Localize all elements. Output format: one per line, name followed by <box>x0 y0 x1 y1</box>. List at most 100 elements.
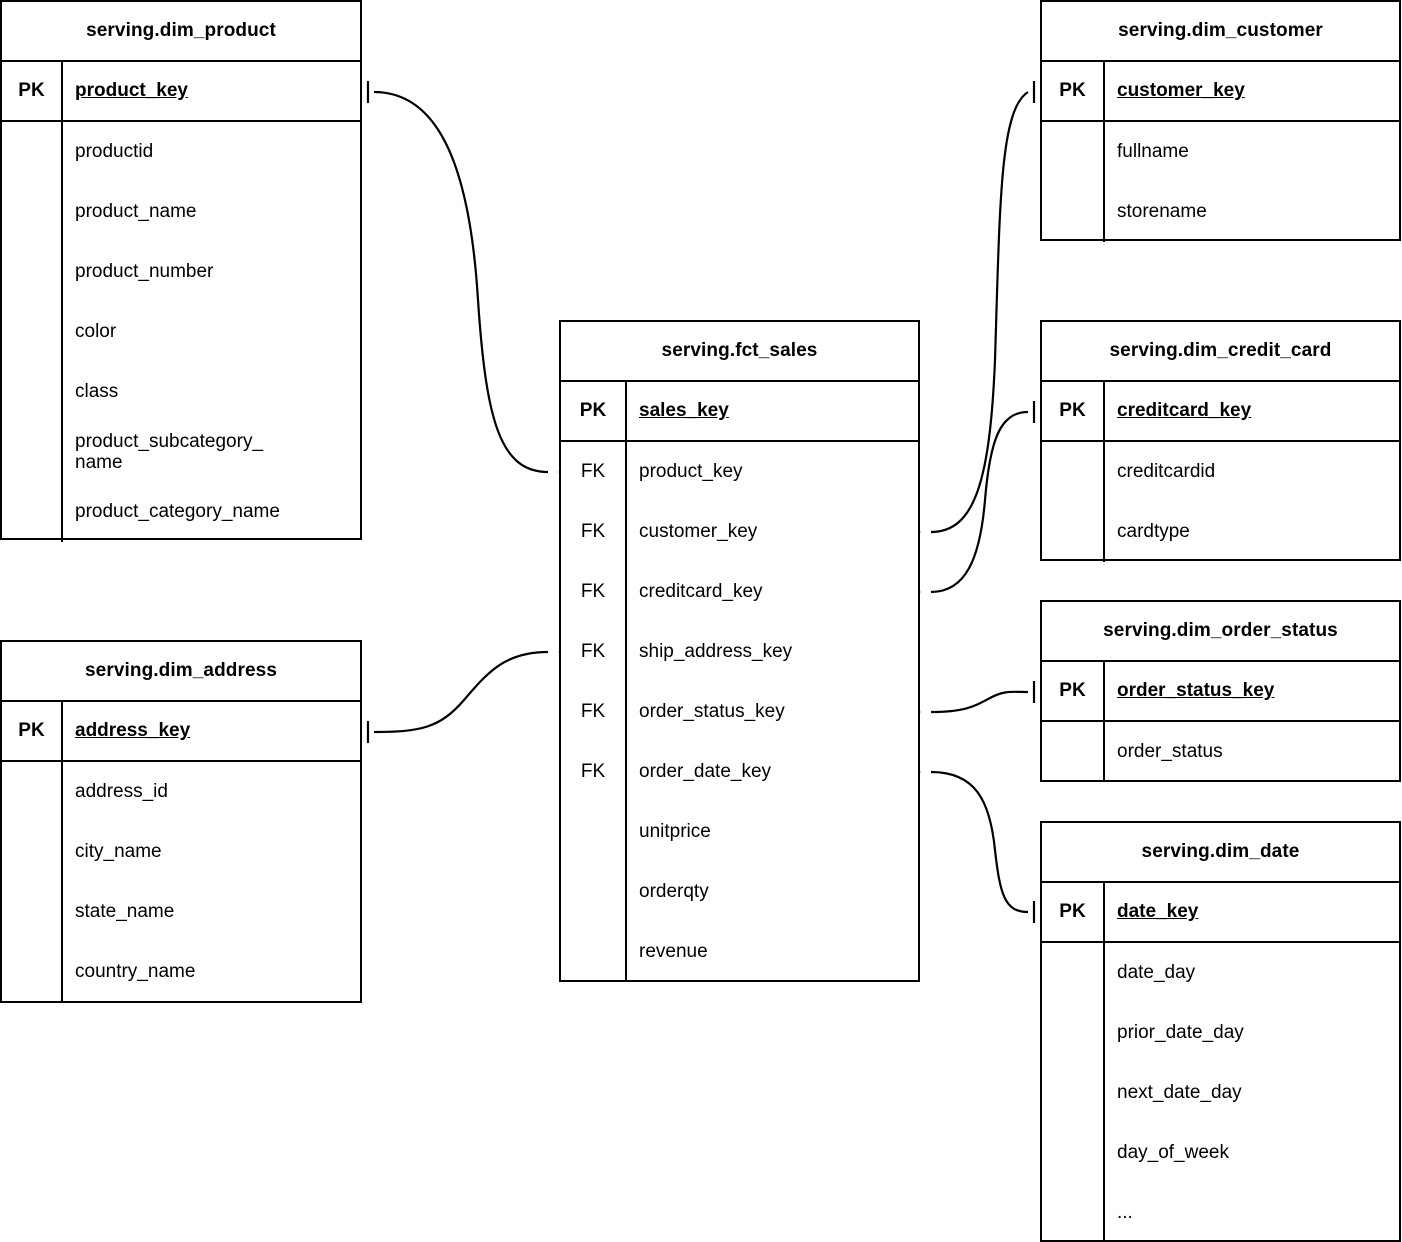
entity-title-dim_credit_card: serving.dim_credit_card <box>1042 322 1399 382</box>
column-row[interactable]: product_category_name <box>2 482 360 542</box>
column-row[interactable]: fullname <box>1042 122 1399 182</box>
column-row[interactable]: address_id <box>2 762 360 822</box>
column-row[interactable]: FK customer_key <box>561 502 918 562</box>
column-row[interactable]: order_status <box>1042 722 1399 782</box>
key-spacer <box>1042 1123 1105 1183</box>
column-row[interactable]: color <box>2 302 360 362</box>
column-name: prior_date_day <box>1117 1022 1244 1043</box>
column-row[interactable]: class <box>2 362 360 422</box>
column-row[interactable]: orderqty <box>561 862 918 922</box>
pk-column-name: product_key <box>75 80 188 101</box>
key-spacer <box>2 122 63 182</box>
column-name: fullname <box>1117 141 1189 162</box>
column-row[interactable]: unitprice <box>561 802 918 862</box>
fk-badge: FK <box>561 562 627 622</box>
column-row[interactable]: productid <box>2 122 360 182</box>
column-name: product_number <box>75 261 214 282</box>
primary-key-row[interactable]: PK creditcard_key <box>1042 382 1399 442</box>
key-spacer <box>2 822 63 882</box>
relationship-line <box>373 650 549 734</box>
column-row[interactable]: FK order_status_key <box>561 682 918 742</box>
column-name: customer_key <box>639 521 758 542</box>
key-spacer <box>1042 1183 1105 1242</box>
column-name: state_name <box>75 901 175 922</box>
pk-badge: PK <box>1042 883 1105 941</box>
key-spacer <box>1042 502 1105 562</box>
key-spacer <box>1042 943 1105 1003</box>
column-row[interactable]: creditcardid <box>1042 442 1399 502</box>
column-row[interactable]: ... <box>1042 1183 1399 1242</box>
column-row[interactable]: product_name <box>2 182 360 242</box>
column-name: creditcardid <box>1117 461 1216 482</box>
column-name: class <box>75 381 119 402</box>
key-spacer <box>1042 1063 1105 1123</box>
entity-columns: creditcardid cardtype <box>1042 442 1399 562</box>
column-name: next_date_day <box>1117 1082 1242 1103</box>
entity-columns: fullname storename <box>1042 122 1399 242</box>
column-row[interactable]: city_name <box>2 822 360 882</box>
column-name: product_name <box>75 201 197 222</box>
relationship-line <box>373 90 549 474</box>
fk-badge: FK <box>561 502 627 562</box>
column-row[interactable]: state_name <box>2 882 360 942</box>
pk-column-name: creditcard_key <box>1117 400 1252 421</box>
entity-title-dim_product: serving.dim_product <box>2 2 360 62</box>
column-row[interactable]: day_of_week <box>1042 1123 1399 1183</box>
pk-badge: PK <box>1042 662 1105 720</box>
column-name: day_of_week <box>1117 1142 1229 1163</box>
column-row[interactable]: storename <box>1042 182 1399 242</box>
pk-badge: PK <box>1042 382 1105 440</box>
column-row[interactable]: FK order_date_key <box>561 742 918 802</box>
column-name: order_date_key <box>639 761 772 782</box>
column-row[interactable]: cardtype <box>1042 502 1399 562</box>
key-spacer <box>561 802 627 862</box>
column-row[interactable]: revenue <box>561 922 918 982</box>
relationship-product-to-sales <box>366 81 586 484</box>
column-row[interactable]: date_day <box>1042 943 1399 1003</box>
key-spacer <box>2 882 63 942</box>
entity-title-dim_order_status: serving.dim_order_status <box>1042 602 1399 662</box>
fk-badge: FK <box>561 682 627 742</box>
fk-badge: FK <box>561 742 627 802</box>
key-spacer <box>561 922 627 982</box>
column-name: product_category_name <box>75 501 280 522</box>
column-row[interactable]: product_subcategory_name <box>2 422 360 482</box>
key-spacer <box>2 302 63 362</box>
key-spacer <box>2 942 63 1002</box>
column-name: ... <box>1117 1202 1133 1223</box>
column-name: unitprice <box>639 821 711 842</box>
entity-columns: order_status <box>1042 722 1399 782</box>
relationship-line <box>930 690 1029 714</box>
column-name: orderqty <box>639 881 709 902</box>
column-row[interactable]: next_date_day <box>1042 1063 1399 1123</box>
fk-badge: FK <box>561 442 627 502</box>
relationship-line <box>930 91 1029 534</box>
column-row[interactable]: prior_date_day <box>1042 1003 1399 1063</box>
column-name: country_name <box>75 961 196 982</box>
column-name: order_status_key <box>639 701 785 722</box>
column-name: storename <box>1117 201 1207 222</box>
column-row[interactable]: product_number <box>2 242 360 302</box>
column-row[interactable]: country_name <box>2 942 360 1002</box>
entity-columns: date_day prior_date_day next_date_day day_o… <box>1042 943 1399 1242</box>
pk-column-name: customer_key <box>1117 80 1245 101</box>
